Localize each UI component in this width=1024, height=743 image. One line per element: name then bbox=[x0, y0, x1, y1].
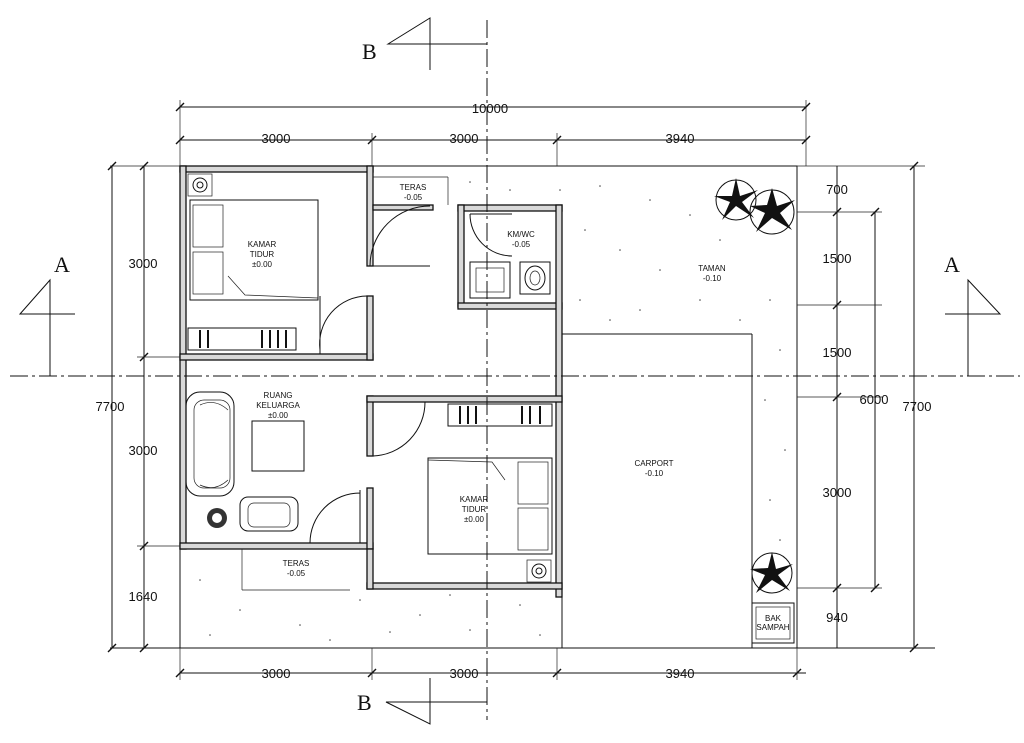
bak-sampah: BAK SAMPAH bbox=[751, 602, 795, 644]
section-b-top-label: B bbox=[362, 39, 377, 64]
interior-lines bbox=[241, 176, 753, 648]
section-mark-b-bottom: B bbox=[357, 678, 487, 725]
dimension-labels: 10000 3000 3000 3940 3000 3000 3940 3000… bbox=[96, 101, 932, 681]
bed-1 bbox=[189, 199, 319, 301]
dim-overall-width: 10000 bbox=[472, 101, 508, 116]
carport-name: CARPORT bbox=[635, 459, 674, 468]
tree-icon bbox=[714, 178, 795, 235]
dim-top-3: 3940 bbox=[666, 131, 695, 146]
doors bbox=[309, 205, 513, 544]
dim-right-inner-total: 6000 bbox=[860, 392, 889, 407]
dim-right-5: 940 bbox=[826, 610, 848, 625]
dim-bottom-3: 3940 bbox=[666, 666, 695, 681]
dim-left-1: 3000 bbox=[129, 256, 158, 271]
dim-bottom-2: 3000 bbox=[450, 666, 479, 681]
dim-right-1: 700 bbox=[826, 182, 848, 197]
kamar-tidur-2-name-1: KAMAR bbox=[460, 495, 489, 504]
coffee-table bbox=[251, 420, 305, 472]
lamp-icon-2 bbox=[526, 559, 552, 583]
bak-sampah-label-1: BAK bbox=[765, 614, 782, 623]
kamar-tidur-1-level: ±0.00 bbox=[252, 260, 273, 269]
ruang-keluarga-level: ±0.00 bbox=[268, 411, 289, 420]
teras-top-level: -0.05 bbox=[404, 193, 423, 202]
section-mark-a-right: A bbox=[944, 252, 1002, 376]
dim-left-total: 7700 bbox=[96, 399, 125, 414]
bed-2 bbox=[427, 457, 553, 555]
taman-level: -0.10 bbox=[703, 274, 722, 283]
room-labels: KAMAR TIDUR ±0.00 TERAS -0.05 KM/WC -0.0… bbox=[248, 183, 726, 578]
section-a-left-label: A bbox=[54, 252, 70, 277]
kamar-tidur-2-level: ±0.00 bbox=[464, 515, 485, 524]
tree-icon-2 bbox=[750, 552, 793, 594]
dim-left-2: 3000 bbox=[129, 443, 158, 458]
plant-icon bbox=[207, 508, 227, 528]
dim-left-3: 1640 bbox=[129, 589, 158, 604]
dim-right-total: 7700 bbox=[903, 399, 932, 414]
kmwc-level: -0.05 bbox=[512, 240, 531, 249]
dim-top-1: 3000 bbox=[262, 131, 291, 146]
section-mark-a-left: A bbox=[18, 252, 75, 376]
bak-sampah-label-2: SAMPAH bbox=[756, 623, 789, 632]
dim-bottom-1: 3000 bbox=[262, 666, 291, 681]
dim-right-4: 3000 bbox=[823, 485, 852, 500]
armchair bbox=[239, 496, 299, 532]
dim-top-2: 3000 bbox=[450, 131, 479, 146]
taman-name: TAMAN bbox=[698, 264, 726, 273]
walls bbox=[179, 165, 563, 598]
teras-bottom-level: -0.05 bbox=[287, 569, 306, 578]
kamar-tidur-1-name-1: KAMAR bbox=[248, 240, 277, 249]
teras-bottom-name: TERAS bbox=[283, 559, 310, 568]
sofa bbox=[185, 391, 235, 497]
wardrobe-1 bbox=[187, 327, 297, 351]
ruang-keluarga-name-1: RUANG bbox=[264, 391, 293, 400]
ruang-keluarga-name-2: KELUARGA bbox=[256, 401, 300, 410]
section-lines bbox=[10, 20, 1020, 720]
dim-right-3: 1500 bbox=[823, 345, 852, 360]
dimension-lines bbox=[111, 100, 915, 680]
section-mark-b-top: B bbox=[362, 17, 487, 70]
section-a-right-label: A bbox=[944, 252, 960, 277]
dimension-ticks bbox=[107, 102, 919, 678]
kamar-tidur-1-name-2: TIDUR bbox=[250, 250, 275, 259]
dim-right-2: 1500 bbox=[823, 251, 852, 266]
kamar-tidur-2-name-2: TIDUR bbox=[462, 505, 487, 514]
kmwc-name: KM/WC bbox=[507, 230, 535, 239]
lamp-icon bbox=[187, 173, 213, 197]
wardrobe-2 bbox=[447, 403, 553, 427]
teras-top-name: TERAS bbox=[400, 183, 427, 192]
bathroom-fixtures bbox=[469, 261, 551, 299]
garden-hatch bbox=[199, 181, 786, 641]
section-b-bottom-label: B bbox=[357, 690, 372, 715]
carport-level: -0.10 bbox=[645, 469, 664, 478]
